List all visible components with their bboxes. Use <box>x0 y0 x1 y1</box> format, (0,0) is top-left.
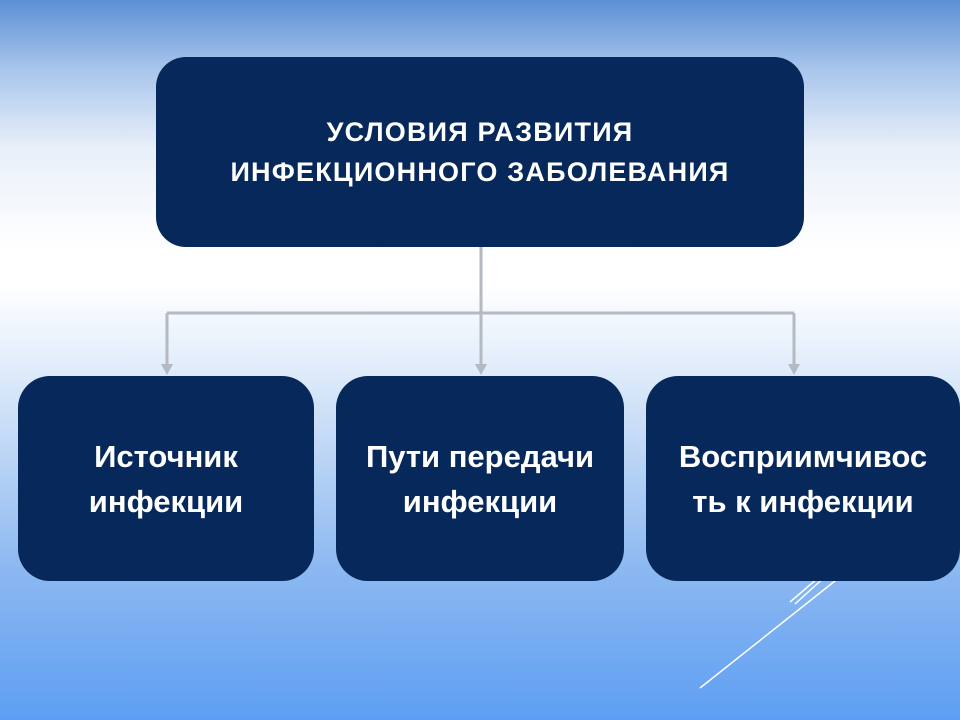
root-box-text: УСЛОВИЯ РАЗВИТИЯ ИНФЕКЦИОННОГО ЗАБОЛЕВАН… <box>230 112 729 192</box>
child-box-source-line-1: Источник <box>94 438 238 474</box>
child-box-transmission: Пути передачи инфекции <box>336 376 624 581</box>
child-box-transmission-text: Пути передачи инфекции <box>366 434 594 524</box>
decorative-line-3 <box>789 577 819 603</box>
root-box: УСЛОВИЯ РАЗВИТИЯ ИНФЕКЦИОННОГО ЗАБОЛЕВАН… <box>156 57 804 247</box>
arrowhead-right <box>788 364 800 375</box>
child-box-transmission-line-1: Пути передачи <box>365 438 595 474</box>
child-box-source: Источник инфекции <box>18 376 314 581</box>
decorative-line-1 <box>699 572 846 689</box>
root-box-line-1: УСЛОВИЯ РАЗВИТИЯ <box>326 117 634 147</box>
child-box-source-line-2: инфекции <box>88 483 244 519</box>
arrowhead-center <box>475 364 487 375</box>
child-box-source-text: Источник инфекции <box>89 434 243 524</box>
child-box-susceptibility: Восприимчивос ть к инфекции <box>646 376 960 581</box>
child-box-susceptibility-line-1: Восприимчивос <box>678 438 928 474</box>
child-box-susceptibility-line-2: ть к инфекции <box>692 483 914 519</box>
root-box-line-2: ИНФЕКЦИОННОГО ЗАБОЛЕВАНИЯ <box>230 157 730 187</box>
arrowhead-left <box>161 364 173 375</box>
child-box-transmission-line-2: инфекции <box>402 483 558 519</box>
child-box-susceptibility-text: Восприимчивос ть к инфекции <box>679 434 927 524</box>
